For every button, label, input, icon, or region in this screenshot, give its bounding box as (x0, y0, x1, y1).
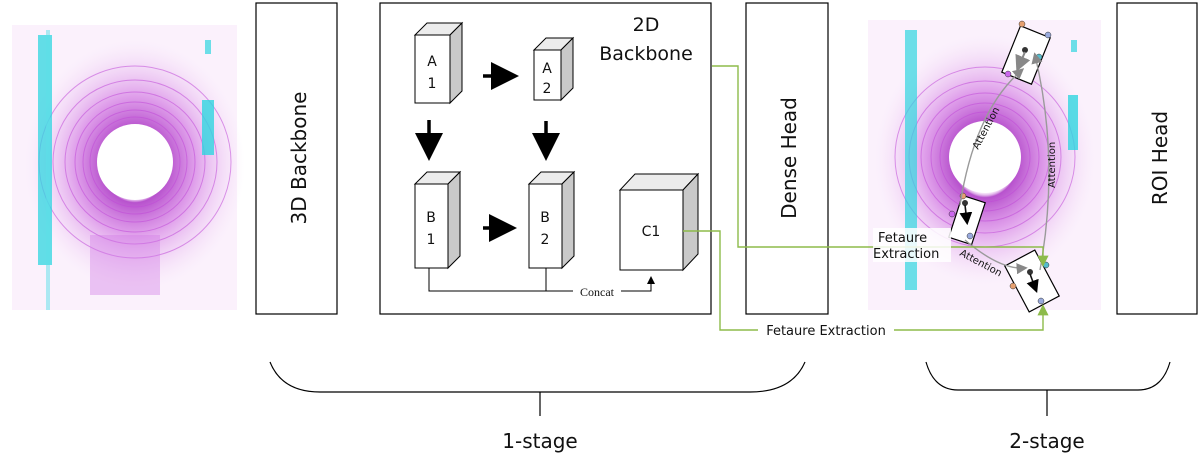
internal-arrows (415, 62, 560, 242)
block-a2: A 2 (532, 36, 575, 102)
backbone-2d-label-line2: Backbone (599, 43, 693, 65)
block-b1-number: 1 (427, 232, 436, 248)
attention-label-2: Attention (1047, 142, 1058, 188)
concat-label: Concat (580, 285, 615, 299)
block-b1: B 1 (413, 170, 462, 270)
proposal-box-mid (948, 192, 986, 246)
stage-label-second: 2-stage (1009, 429, 1084, 453)
brace-second-stage (925, 361, 1171, 391)
dense-head-label: Dense Head (777, 97, 801, 219)
feature-extraction-top-line1: Fetaure (878, 231, 927, 246)
feature-extraction-bottom: Fetaure Extraction (766, 324, 886, 339)
input-point-cloud (12, 25, 245, 310)
block-b2: B 2 (527, 170, 576, 270)
block-a1: A 1 (413, 21, 464, 105)
roi-head-label: ROI Head (1148, 111, 1172, 205)
concat-connector (428, 268, 655, 292)
backbone-3d-box: 3D Backbone (255, 2, 338, 315)
block-b2-number: 2 (541, 232, 550, 248)
connector-c1-to-roi (683, 230, 1049, 331)
feature-extraction-top-line2: Extraction (873, 247, 939, 262)
backbone-3d-label: 3D Backbone (287, 92, 311, 225)
block-b1-letter: B (426, 210, 436, 226)
block-c1-label: C1 (642, 224, 661, 240)
connector-backbone-to-roi (712, 65, 1049, 267)
block-a1-letter: A (427, 54, 437, 70)
stage-braces (269, 361, 1171, 416)
roi-head-box: ROI Head (1116, 2, 1198, 315)
block-c1: C1 (618, 172, 700, 272)
dense-head-box: Dense Head (745, 2, 829, 315)
block-a2-number: 2 (543, 81, 552, 97)
stage-label-first: 1-stage (502, 429, 577, 453)
feature-connectors (683, 65, 1049, 331)
block-a1-number: 1 (428, 76, 437, 92)
block-b2-letter: B (540, 210, 550, 226)
backbone-2d-label-line1: 2D (633, 14, 660, 36)
block-a2-letter: A (542, 61, 552, 77)
attention-links (959, 52, 1050, 275)
brace-first-stage (269, 361, 806, 393)
